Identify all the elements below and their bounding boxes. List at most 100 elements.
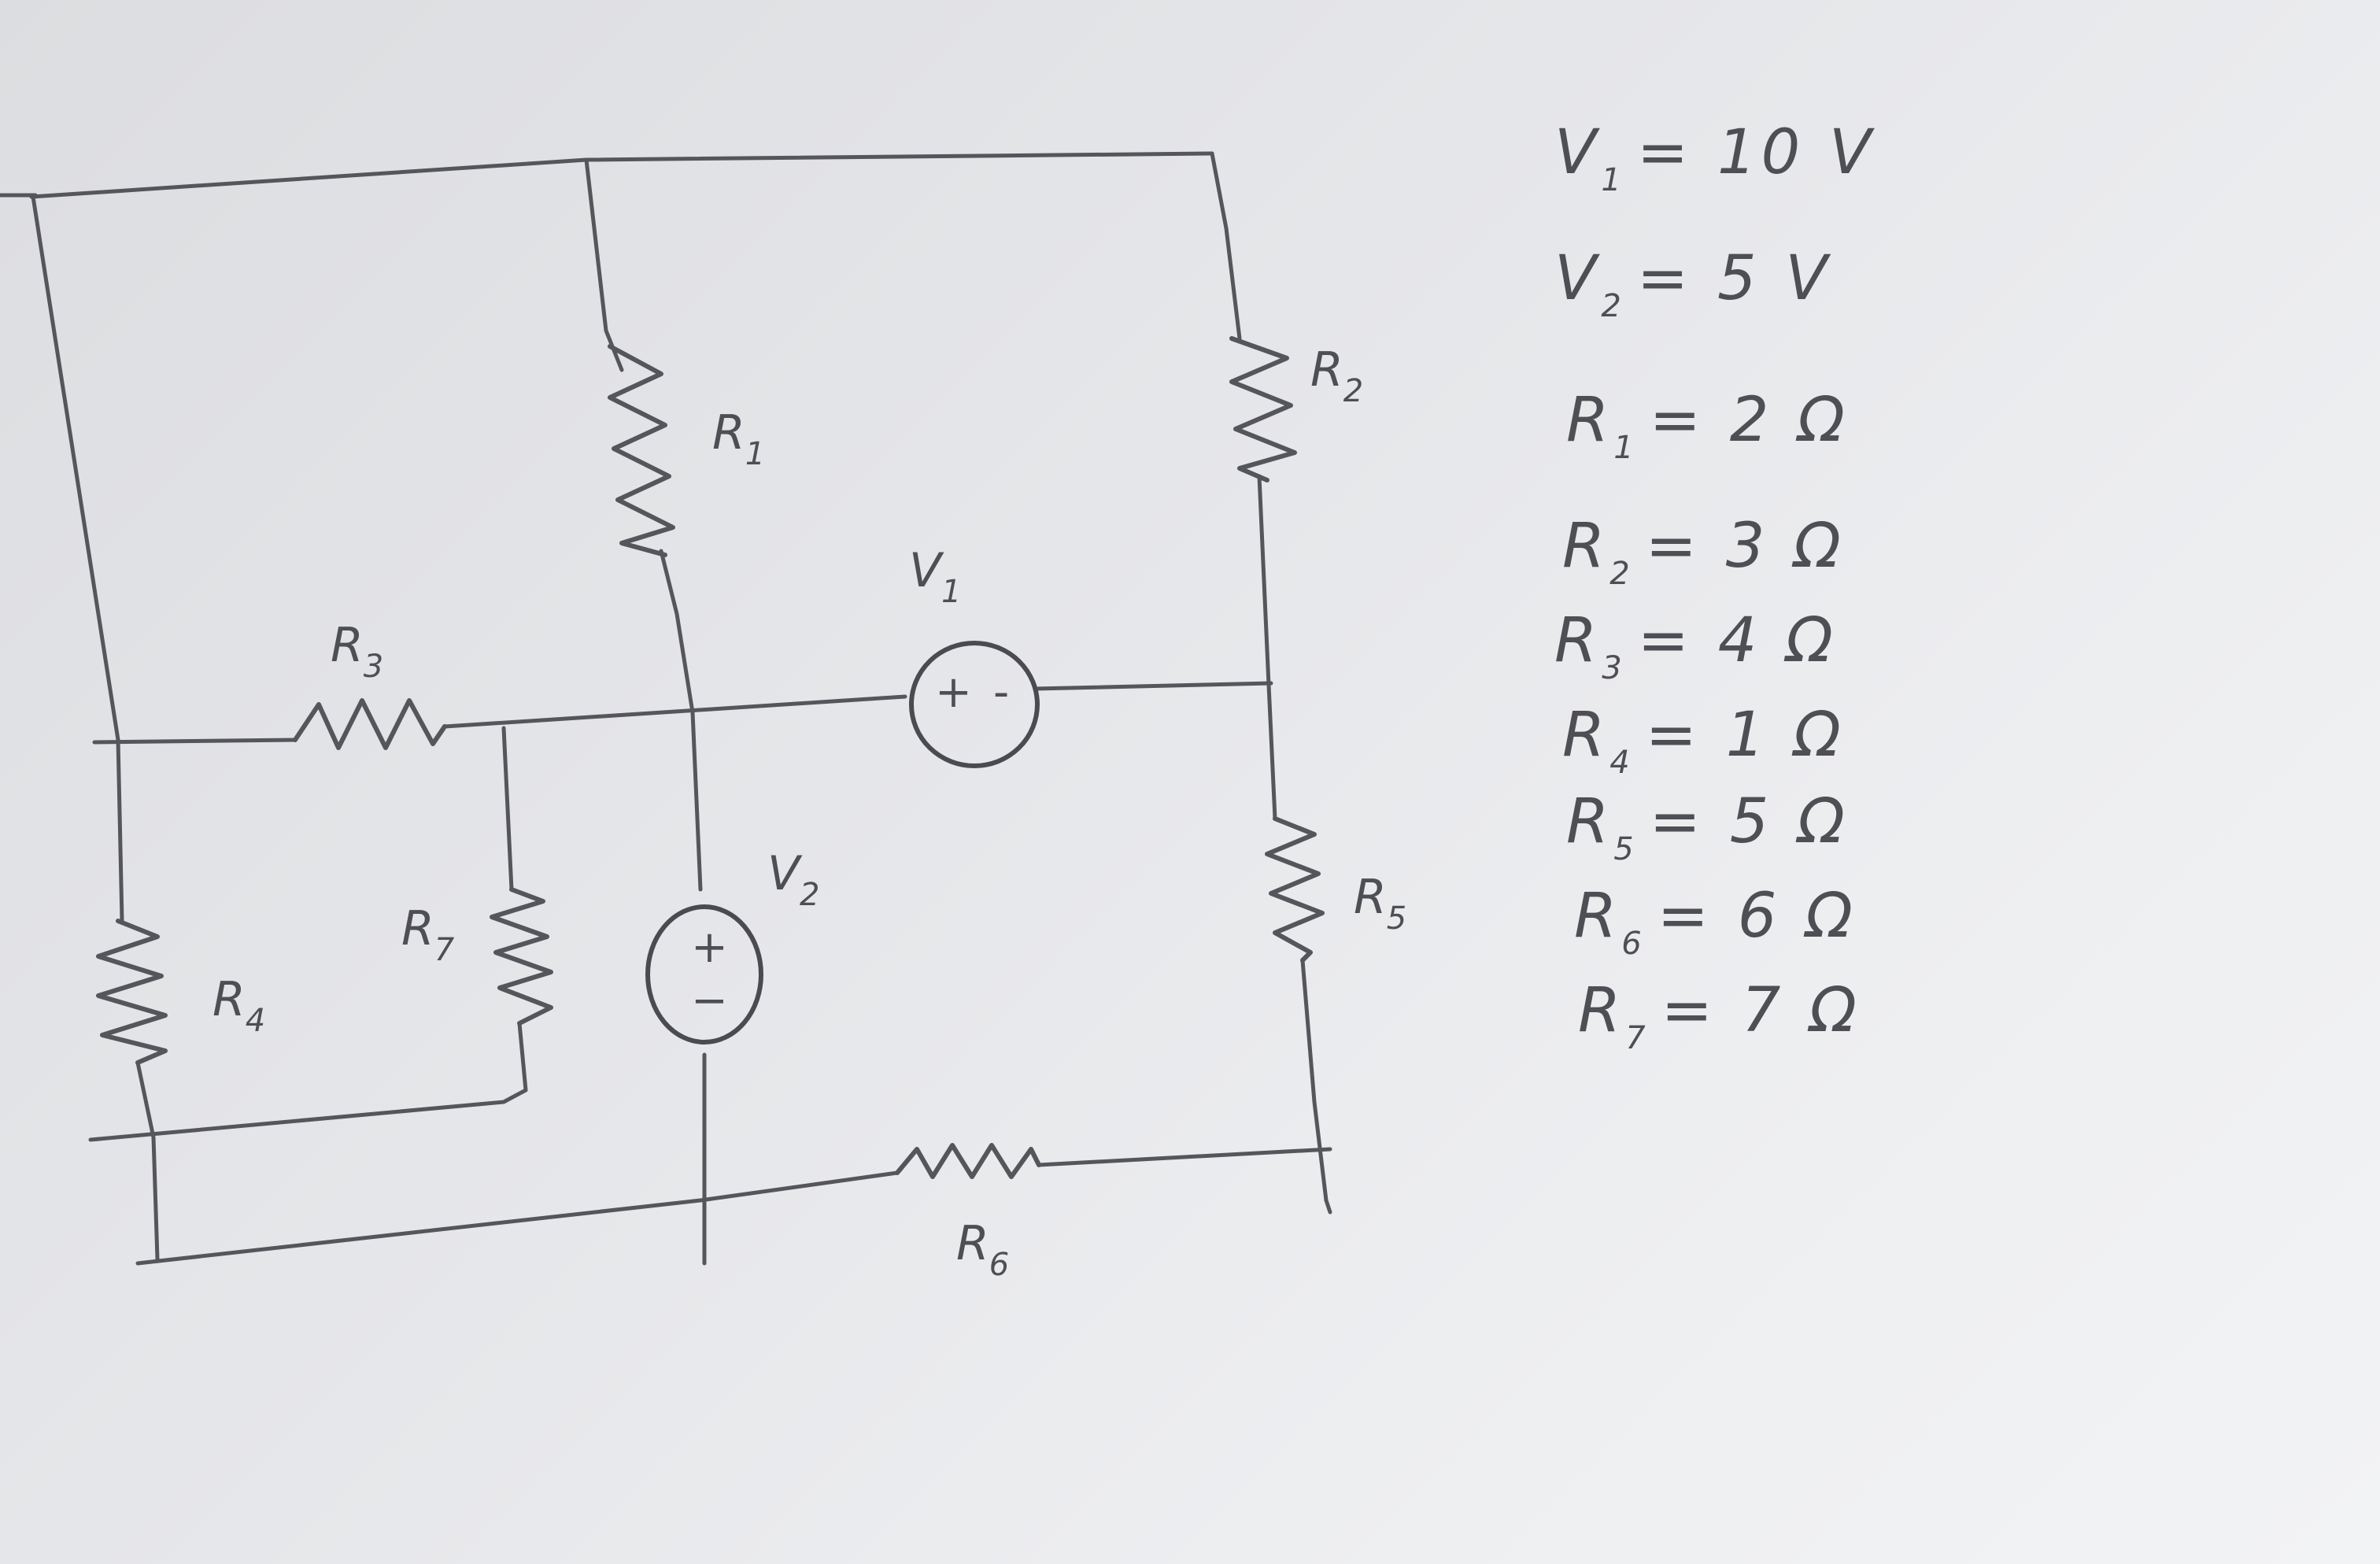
value-rest: = 3 Ω <box>1646 511 1846 582</box>
v1-source: + - <box>909 641 1040 768</box>
r5-zigzag <box>1265 816 1325 963</box>
value-name: R <box>1562 511 1609 582</box>
value-name: V <box>1554 117 1601 188</box>
wire-middle-right <box>442 694 907 729</box>
label-v2: V2 <box>767 846 820 913</box>
label-r6-sub: 6 <box>989 1247 1009 1283</box>
value-name: R <box>1554 605 1602 676</box>
r6-zigzag <box>895 1143 1041 1179</box>
label-r2-letter: R <box>1310 342 1343 397</box>
v2-minus: − <box>691 975 728 1026</box>
label-r5-sub: 5 <box>1387 900 1406 937</box>
wire-middle-left <box>92 738 298 745</box>
resistors <box>96 336 1325 1179</box>
wire-r7-bottom <box>88 1021 528 1142</box>
label-v2-sub: 2 <box>800 877 819 913</box>
label-r2-sub: 2 <box>1343 373 1363 409</box>
label-r7-sub: 7 <box>434 932 455 968</box>
label-r5-letter: R <box>1354 870 1387 925</box>
label-v1: V1 <box>909 543 962 610</box>
value-rest: = 7 Ω <box>1661 975 1861 1046</box>
r3-zigzag <box>293 698 447 750</box>
value-line: R4 = 1 Ω <box>1562 700 1846 781</box>
value-name: R <box>1566 385 1613 456</box>
v2-plus: + <box>691 922 728 973</box>
label-v2-letter: V <box>767 846 803 901</box>
value-sub: 1 <box>1613 430 1638 466</box>
value-name: V <box>1554 243 1601 314</box>
wire-r2-branch-top <box>1210 151 1242 341</box>
value-line: V1 = 10 V <box>1554 117 1876 198</box>
value-sub: 7 <box>1625 1020 1650 1056</box>
value-rest: = 10 V <box>1637 117 1876 188</box>
label-r7: R7 <box>401 901 455 968</box>
v2-source: + − <box>645 904 763 1045</box>
value-line: R7 = 7 Ω <box>1578 975 1861 1056</box>
value-line: R5 = 5 Ω <box>1566 786 1850 867</box>
component-labels: R1 R2 R3 R4 R5 R6 R7 V1 V2 <box>213 342 1406 1283</box>
wire-left-rail <box>31 194 120 742</box>
label-r1: R1 <box>712 405 765 472</box>
r1-zigzag <box>608 344 675 557</box>
wire-bottom-right <box>1037 1147 1332 1167</box>
value-rest: = 2 Ω <box>1650 385 1850 456</box>
v2-circle <box>645 904 763 1045</box>
label-r1-letter: R <box>712 405 745 460</box>
label-r5: R5 <box>1354 870 1406 937</box>
wire-r4-top <box>116 738 124 923</box>
v1-circle <box>909 641 1040 768</box>
wire-r2-to-r5 <box>1257 474 1277 821</box>
wire-r1-branch-bottom <box>659 549 695 715</box>
label-v1-sub: 1 <box>941 574 961 610</box>
wire-bottom-left <box>135 1170 900 1266</box>
r7-zigzag <box>490 887 553 1026</box>
value-line: R6 = 6 Ω <box>1574 881 1857 962</box>
wire-r1-branch-top <box>584 157 624 372</box>
value-sub: 6 <box>1621 926 1646 962</box>
label-r4-sub: 4 <box>246 1003 265 1039</box>
v1-minus: - <box>993 667 1009 718</box>
value-name: R <box>1562 700 1609 771</box>
label-r1-sub: 1 <box>745 436 765 472</box>
label-r7-letter: R <box>401 901 434 956</box>
value-rest: = 5 Ω <box>1650 786 1850 857</box>
value-sub: 2 <box>1601 288 1625 324</box>
value-line: R1 = 2 Ω <box>1566 385 1850 466</box>
label-r3-letter: R <box>331 618 364 673</box>
label-r2: R2 <box>1310 342 1363 409</box>
wire-v1-to-r5 <box>1033 681 1273 691</box>
wire-r5-to-bottom <box>1300 958 1329 1203</box>
value-sub: 4 <box>1609 745 1634 781</box>
value-rest: = 4 Ω <box>1638 605 1838 676</box>
value-sub: 5 <box>1613 831 1638 867</box>
label-r4-letter: R <box>213 972 246 1027</box>
value-name: R <box>1574 881 1621 952</box>
value-line: R2 = 3 Ω <box>1562 511 1846 592</box>
label-r4: R4 <box>213 972 265 1039</box>
wire-top <box>29 151 1214 199</box>
value-rest: = 1 Ω <box>1646 700 1846 771</box>
value-name: R <box>1578 975 1625 1046</box>
value-sub: 3 <box>1602 650 1626 686</box>
label-r6: R6 <box>956 1216 1009 1283</box>
wire-right-tail <box>1324 1198 1332 1215</box>
label-r3: R3 <box>331 618 383 685</box>
wire-v2-top <box>690 710 703 892</box>
wire-r7-top <box>501 726 514 892</box>
label-v1-letter: V <box>909 543 944 598</box>
value-line: V2 = 5 V <box>1554 243 1832 324</box>
value-sub: 1 <box>1601 162 1625 198</box>
label-r6-letter: R <box>956 1216 989 1271</box>
value-sub: 2 <box>1609 556 1634 592</box>
wire-r4-bottom <box>135 1060 160 1262</box>
r2-zigzag <box>1229 336 1297 483</box>
values-list: V1= 10 V V2= 5 V R1= 2 Ω R2= 3 Ω R3= 4 Ω… <box>1554 117 1876 1056</box>
value-name: R <box>1566 786 1613 857</box>
r4-zigzag <box>96 919 168 1065</box>
value-rest: = 5 V <box>1637 243 1832 314</box>
value-rest: = 6 Ω <box>1658 881 1857 952</box>
v1-plus: + <box>935 667 972 718</box>
label-r3-sub: 3 <box>364 649 383 685</box>
value-line: R3 = 4 Ω <box>1554 605 1838 686</box>
